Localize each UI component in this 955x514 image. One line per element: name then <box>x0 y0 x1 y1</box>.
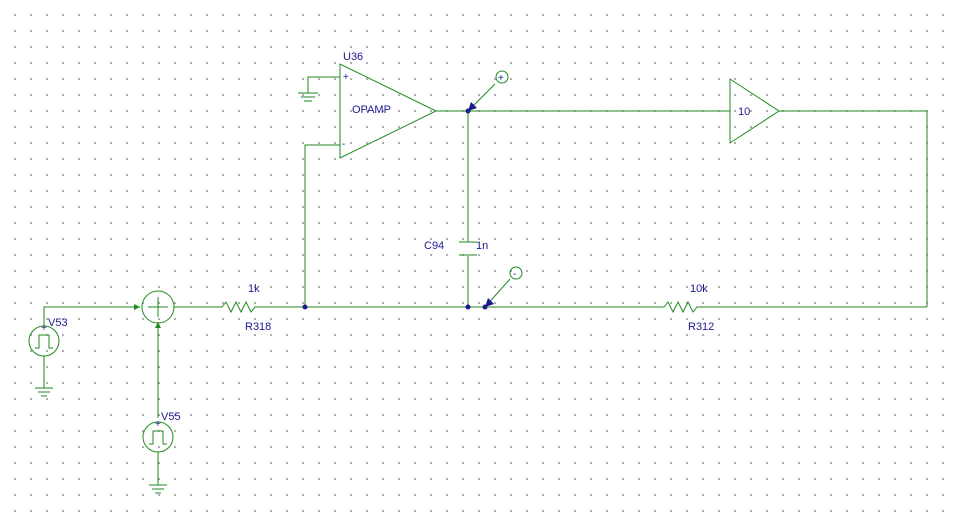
svg-text:+: + <box>41 323 47 334</box>
source-ref-label: V53 <box>48 317 68 329</box>
capacitor-value-label: 1n <box>476 240 488 252</box>
voltage-probe-icon[interactable]: + <box>467 70 509 112</box>
junction-dot <box>465 304 471 310</box>
wire-v53-to-sum[interactable] <box>43 306 140 326</box>
opamp-triangle <box>339 63 438 159</box>
wire-gain-feedback[interactable] <box>779 110 928 307</box>
opamp-ref-label: U36 <box>343 51 363 63</box>
resistor-ref-label: R318 <box>245 321 271 333</box>
resistor-zigzag <box>221 300 258 314</box>
gain-block[interactable]: 10 <box>729 78 780 144</box>
resistor-value-label: 1k <box>248 283 260 295</box>
voltage-probe-icon[interactable]: - <box>484 266 523 308</box>
wires <box>43 76 928 418</box>
ground-icon <box>298 92 318 102</box>
resistor-r312[interactable]: 10k R312 <box>663 283 714 333</box>
junctions <box>302 108 488 310</box>
gain-triangle <box>729 78 780 144</box>
arrowhead-icon <box>155 322 161 328</box>
opamp-minus-pin-label: - <box>342 139 345 150</box>
arrowhead-icon <box>134 304 140 310</box>
junction-dot <box>302 304 308 310</box>
ground-icon <box>149 484 167 494</box>
summing-junction-icon[interactable] <box>134 290 175 328</box>
resistor-zigzag <box>663 300 698 314</box>
svg-text:+: + <box>155 419 161 430</box>
gain-value-label: 10 <box>738 106 750 118</box>
wire-plus-to-ground[interactable] <box>307 76 340 93</box>
probe-minus-symbol: - <box>513 269 516 280</box>
probe-plus-symbol: + <box>498 73 504 84</box>
source-v53[interactable]: + V53 <box>28 317 68 397</box>
opamp-u36[interactable]: U36 OPAMP + - <box>339 51 438 159</box>
wire-node-to-minus[interactable] <box>304 144 340 307</box>
resistor-value-label: 10k <box>690 283 708 295</box>
source-ref-label: V55 <box>161 411 181 423</box>
opamp-type-label: OPAMP <box>352 104 391 116</box>
ground-icon <box>35 387 53 397</box>
resistor-ref-label: R312 <box>688 321 714 333</box>
capacitor-c94[interactable]: C94 1n <box>424 240 488 256</box>
capacitor-ref-label: C94 <box>424 240 444 252</box>
opamp-plus-pin-label: + <box>343 72 349 83</box>
source-v55[interactable]: + V55 <box>142 411 181 494</box>
resistor-r318[interactable]: 1k R318 <box>221 283 271 333</box>
